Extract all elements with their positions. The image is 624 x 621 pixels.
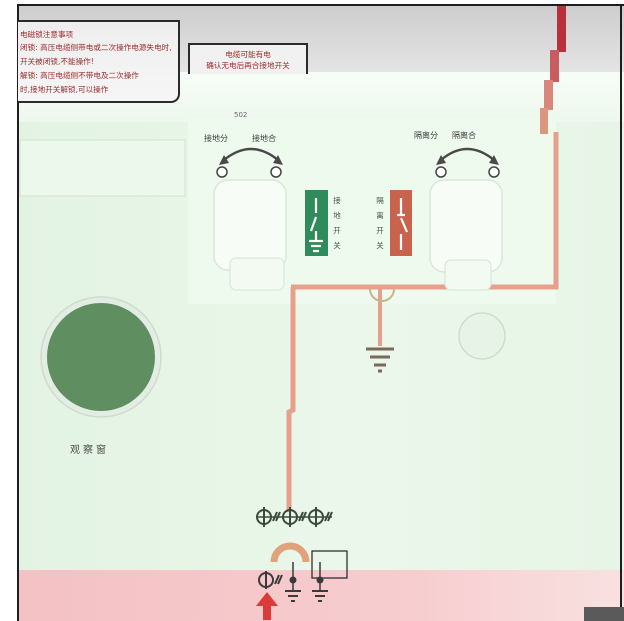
panel-corner-block xyxy=(584,607,624,621)
observation-window-label: 观察窗 xyxy=(70,445,109,456)
arrowhead-icon xyxy=(273,155,283,165)
earth-switch-icon xyxy=(309,198,323,253)
left-recess-panel xyxy=(19,139,186,197)
earth-switch-handle-base xyxy=(229,257,285,291)
current-transformer-icon xyxy=(308,507,333,527)
current-transformer-icon xyxy=(256,507,281,527)
disconnector-handle-base xyxy=(444,259,492,291)
panel-code: 502 xyxy=(234,111,248,119)
warning-line: 确认无电后再合接地开关 xyxy=(206,61,290,70)
ground-icon xyxy=(366,347,394,373)
panel-frame-edge xyxy=(620,5,622,621)
incoming-feeder-line-segment xyxy=(544,80,553,110)
disconnector-indicator-label: 隔 离 开 关 xyxy=(375,193,385,253)
earth-close-position-marker xyxy=(270,166,282,178)
label-char: 开 xyxy=(376,226,384,235)
label-char: 地 xyxy=(333,211,341,220)
incoming-feeder-line xyxy=(557,6,566,52)
warning-line: 电缆可能有电 xyxy=(225,50,271,59)
cable-terminal-icon xyxy=(258,571,283,589)
current-transformer-icon xyxy=(282,507,307,527)
cable-terminal-box xyxy=(311,550,348,579)
earth-close-label: 接地合 xyxy=(252,134,276,143)
arrowhead-icon xyxy=(436,155,446,165)
disconnector-indicator xyxy=(390,190,412,256)
disconnector-rotation-arrow-icon xyxy=(440,147,495,161)
earth-switch-indicator xyxy=(305,190,328,256)
arrowhead-icon xyxy=(219,155,229,165)
incoming-feeder-line-segment xyxy=(540,108,548,134)
notice-line: 闭锁: 高压电缆侧带电或二次操作电源失电时, xyxy=(20,43,172,52)
earth-switch-operating-handle[interactable] xyxy=(213,179,287,271)
label-char: 接 xyxy=(333,196,341,205)
arrow-up-icon xyxy=(256,592,278,620)
label-char: 关 xyxy=(333,241,341,250)
earth-branch-arc xyxy=(369,288,395,302)
disconnector-icon xyxy=(397,198,409,250)
incoming-feeder-line-segment xyxy=(550,50,559,82)
earth-open-position-marker xyxy=(216,166,228,178)
notice-line: 时,接地开关解锁,可以操作 xyxy=(20,85,109,94)
indicator-lamp-socket xyxy=(458,312,506,360)
disconnector-open-label: 隔离分 xyxy=(414,131,438,140)
cable-head-arch xyxy=(270,542,310,563)
disconnector-close-position-marker xyxy=(488,166,500,178)
ground-icon xyxy=(285,576,301,602)
notice-line: 开关被闭锁,不能操作! xyxy=(20,57,94,66)
panel-frame-edge xyxy=(17,4,624,6)
label-char: 关 xyxy=(376,241,384,250)
disconnector-operating-handle[interactable] xyxy=(429,179,503,273)
cable-live-warning-label: 电缆可能有电 确认无电后再合接地开关 xyxy=(188,43,308,74)
disconnector-close-label: 隔离合 xyxy=(452,131,476,140)
earth-switch-indicator-label: 接 地 开 关 xyxy=(332,193,342,253)
observation-window xyxy=(47,303,155,411)
label-char: 离 xyxy=(376,211,384,220)
busbar-vertical-main xyxy=(286,287,296,512)
notice-title: 电磁锁注意事项 xyxy=(20,30,74,39)
earth-switch-rotation-arrow-icon xyxy=(223,147,279,161)
ground-icon xyxy=(312,576,328,602)
notice-line: 解锁: 高压电缆侧不带电及二次操作 xyxy=(20,71,139,80)
label-char: 开 xyxy=(333,226,341,235)
label-char: 隔 xyxy=(376,196,384,205)
arrowhead-icon xyxy=(489,155,499,165)
panel-frame-edge xyxy=(17,5,19,621)
earth-open-label: 接地分 xyxy=(204,134,228,143)
electromagnetic-lock-notice: 电磁锁注意事项 闭锁: 高压电缆侧带电或二次操作电源失电时, 开关被闭锁,不能操… xyxy=(18,20,180,103)
disconnector-open-position-marker xyxy=(435,166,447,178)
